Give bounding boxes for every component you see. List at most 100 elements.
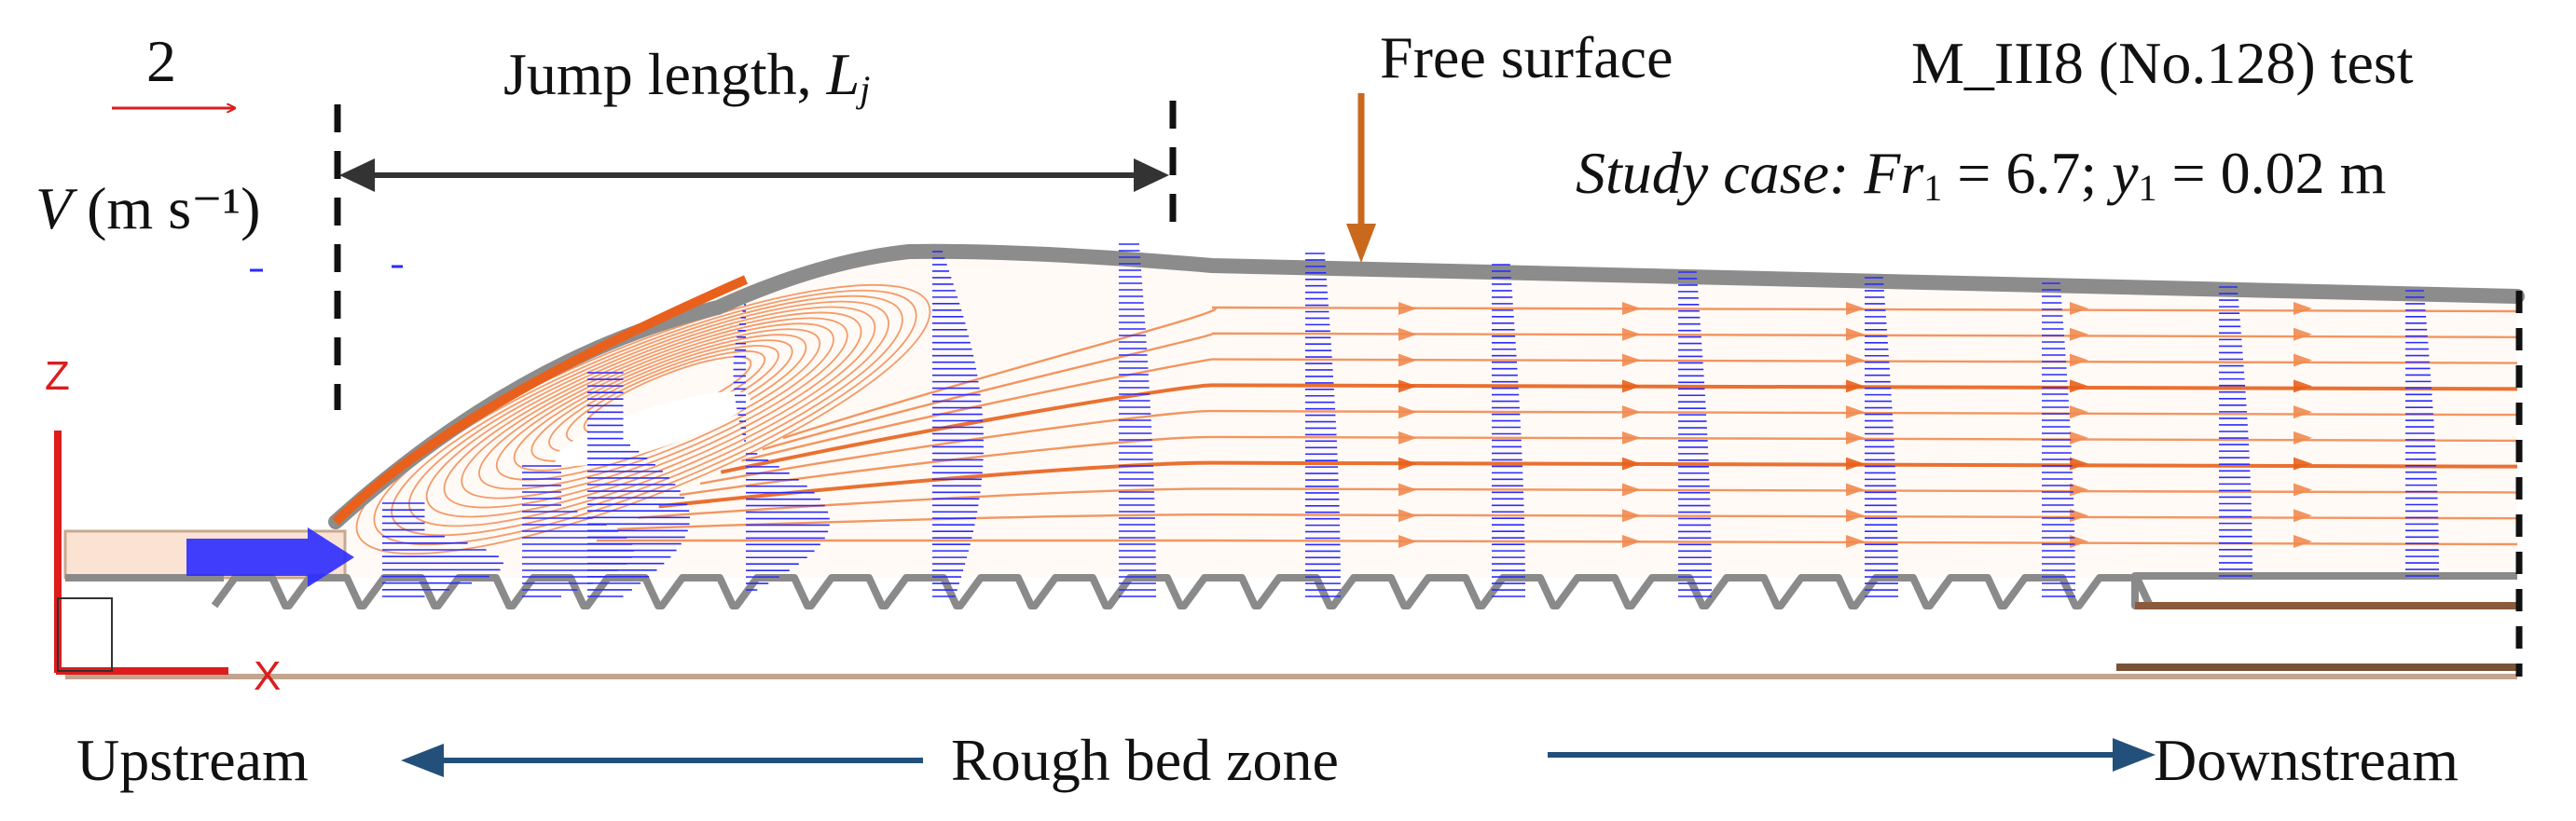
streamline	[699, 409, 2518, 486]
eddy-loop	[355, 283, 931, 555]
z-axis-label: Z	[45, 353, 70, 399]
streamline-arrowhead	[1846, 457, 1865, 471]
streamline-arrowhead	[2294, 509, 2312, 523]
streamline-arrowhead	[2070, 457, 2088, 471]
streamline-arrowhead	[1622, 327, 1641, 341]
streamline-arrowhead	[1398, 353, 1417, 367]
streamline-arrowhead	[1398, 483, 1417, 497]
streamline-arrowhead	[2070, 483, 2088, 497]
inflow-jet	[186, 527, 354, 587]
upstream-arrowhead	[401, 744, 444, 777]
velocity-unit-text: (m s⁻¹)	[87, 175, 261, 241]
streamline-arrowhead	[1398, 431, 1417, 445]
streamline	[741, 358, 2518, 462]
streamline-arrowhead	[2294, 535, 2312, 548]
depth-symbol: y	[2112, 140, 2139, 206]
rough-bed	[65, 572, 2517, 679]
streamline-arrowhead	[1846, 509, 1865, 523]
streamline-arrowhead	[2294, 483, 2312, 497]
streamline-arrowhead	[1622, 457, 1641, 471]
streamline	[762, 332, 2518, 451]
streamline	[720, 383, 2518, 474]
eddy-loop	[425, 306, 876, 518]
velocity-profile	[2042, 282, 2075, 597]
streamlines	[597, 302, 2518, 548]
streamline	[658, 460, 2518, 509]
streamline-arrowhead	[2070, 327, 2088, 341]
eddy-loop	[461, 317, 848, 499]
streamline-arrowhead	[2070, 302, 2088, 315]
streamline-arrowhead	[1846, 535, 1865, 548]
froude-symbol: Fr	[1864, 140, 1924, 206]
velocity-profile	[1865, 277, 1898, 597]
velocity-profile	[1119, 243, 1156, 597]
streamline-arrowhead	[2070, 379, 2088, 393]
jump-arrowhead-right	[1134, 158, 1169, 192]
streamline-arrowhead	[1622, 431, 1641, 445]
eddy-loop	[391, 294, 903, 537]
depth-subscript: 1	[2138, 167, 2157, 209]
streamline-arrowhead	[2070, 353, 2088, 367]
free-surface-pointer-head	[1346, 224, 1376, 263]
streamline	[638, 487, 2518, 519]
streamline-arrowhead	[1622, 353, 1641, 367]
streamline-arrowhead	[1398, 302, 1417, 315]
streamline-arrowhead	[2294, 302, 2312, 315]
streamline-arrowhead	[1846, 302, 1865, 315]
velocity-profile	[932, 251, 984, 597]
velocity-profile	[1305, 253, 1341, 597]
study-case-prefix: Study case:	[1576, 140, 1850, 206]
jump-length-label: Jump length, Lj	[503, 45, 870, 108]
streamline-arrowhead	[1622, 405, 1641, 419]
velocity-symbol: V	[35, 175, 73, 241]
eddy-loop	[373, 289, 917, 546]
eddy-loop	[443, 311, 862, 509]
froude-value: = 6.7;	[1942, 140, 2113, 206]
streamline-arrowhead	[1398, 509, 1417, 523]
streamline-arrowhead	[1398, 379, 1417, 393]
streamline-arrowhead	[2070, 431, 2088, 445]
streamline-arrowhead	[1398, 327, 1417, 341]
streamline-arrowhead	[1622, 379, 1641, 393]
jump-length-dimension	[334, 101, 1177, 410]
streamline-arrowhead	[2070, 509, 2088, 523]
rough-bed-zone-label: Rough bed zone	[951, 727, 1339, 793]
depth-value: = 0.02 m	[2156, 140, 2387, 206]
scale-value: 2	[146, 28, 176, 94]
froude-subscript: 1	[1923, 167, 1943, 209]
axis-box	[57, 597, 113, 672]
streamline-arrowhead	[1846, 379, 1865, 393]
flow-domain	[65, 253, 2517, 578]
velocity-profiles	[186, 243, 2439, 597]
streamline-arrowhead	[1622, 483, 1641, 497]
axes-gizmo: Z X	[45, 353, 281, 699]
velocity-profile	[733, 304, 830, 591]
jump-arrowhead-left	[339, 158, 375, 192]
velocity-unit: V (m s⁻¹)	[35, 179, 260, 239]
x-axis-label: X	[254, 653, 281, 699]
velocity-profile	[382, 502, 503, 597]
streamline	[782, 306, 2518, 440]
streamline-arrowhead	[1622, 509, 1641, 523]
upstream-label: Upstream	[76, 727, 309, 793]
streamline-arrowhead	[1846, 353, 1865, 367]
eddy-core	[555, 391, 751, 466]
velocity-profile	[1492, 264, 1525, 597]
jump-length-text: Jump length,	[503, 41, 827, 107]
streamline-arrowhead	[2070, 405, 2088, 419]
streamline-arrowhead	[2294, 457, 2312, 471]
test-id: M_III8 (No.128) test	[1911, 30, 2414, 96]
rough-bed-profile	[211, 572, 2517, 609]
inflow-jet-arrow	[186, 527, 354, 587]
streamline-arrowhead	[1846, 327, 1865, 341]
streamline-arrowhead	[1846, 405, 1865, 419]
free-surface-label: Free surface	[1380, 24, 1674, 90]
streamline-arrowhead	[1846, 431, 1865, 445]
velocity-profile	[2405, 290, 2439, 577]
downstream-label: Downstream	[2154, 727, 2459, 793]
streamline	[597, 539, 2518, 546]
streamline	[679, 435, 2518, 497]
streamline-arrowhead	[1398, 535, 1417, 548]
free-surface-upper-branch	[332, 275, 749, 526]
